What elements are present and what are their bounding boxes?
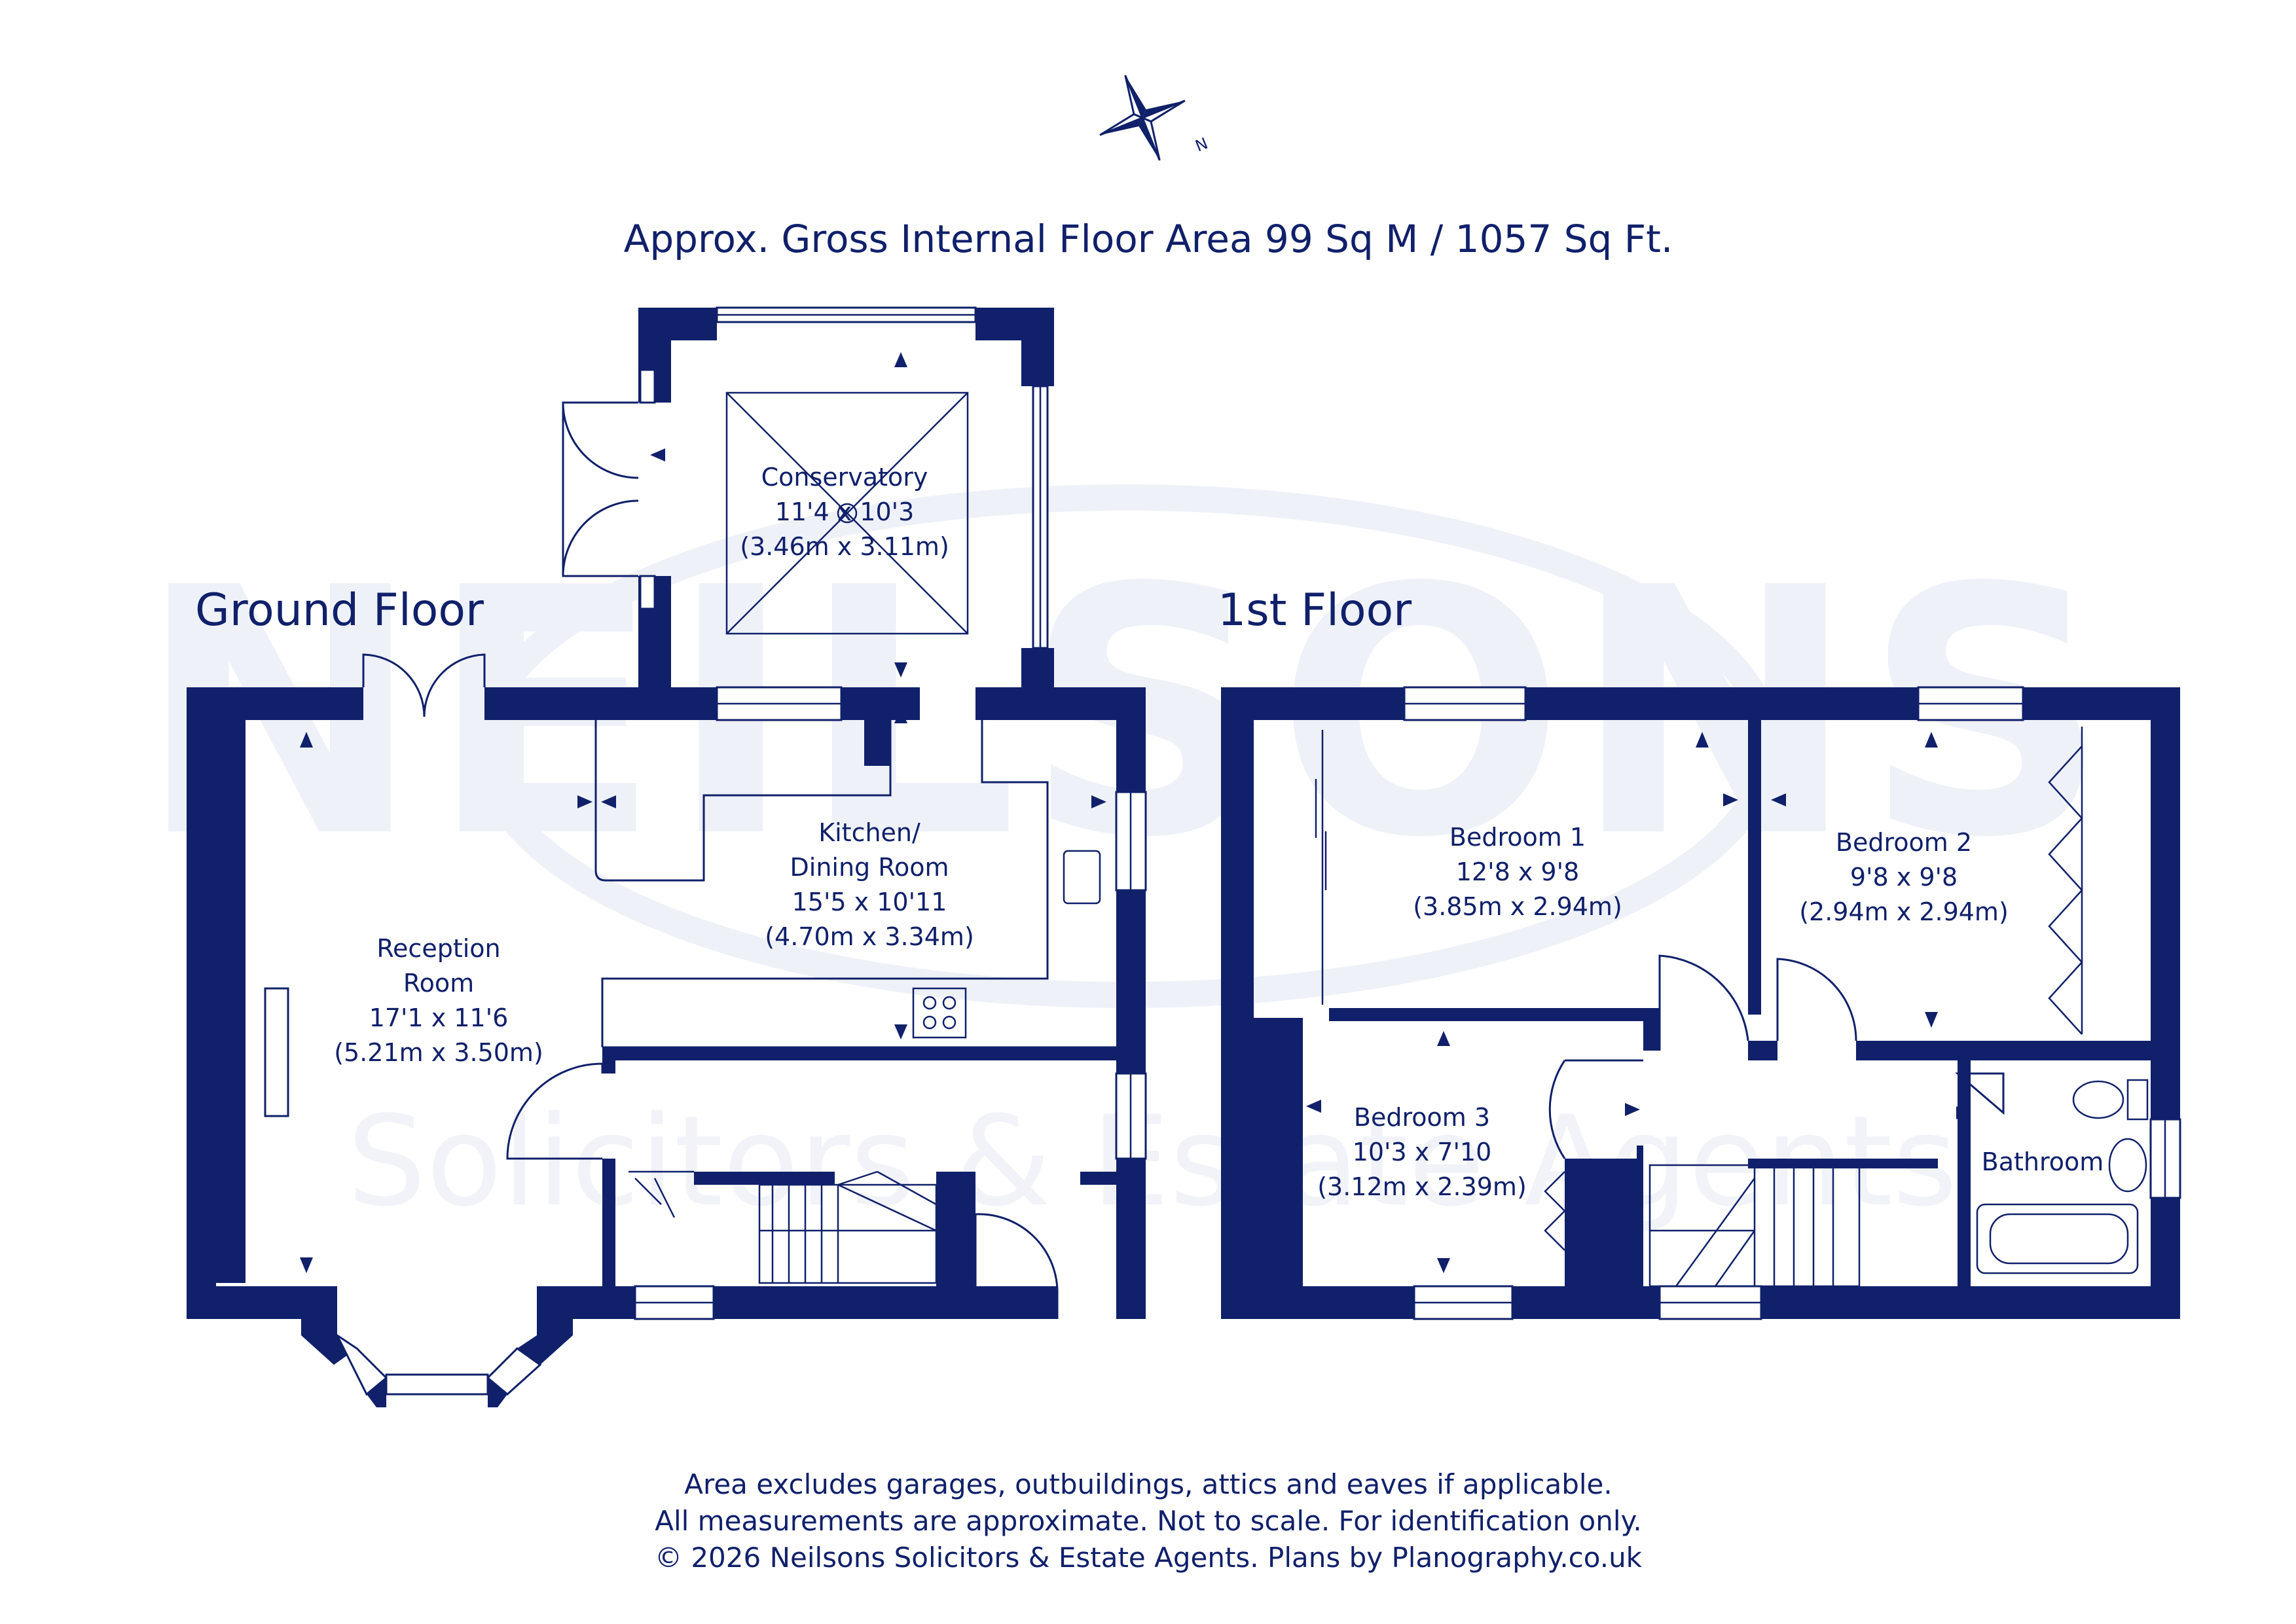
reception-metric: (5.21m x 3.50m) bbox=[334, 1038, 543, 1067]
first-floor-label: 1st Floor bbox=[1218, 585, 1412, 636]
reception-imperial: 17'1 x 11'6 bbox=[369, 1003, 509, 1032]
bedroom2-metric: (2.94m x 2.94m) bbox=[1799, 897, 2009, 926]
reception-name-2: Room bbox=[403, 969, 474, 998]
bedroom3-metric: (3.12m x 2.39m) bbox=[1317, 1172, 1527, 1201]
bedroom2-imperial: 9'8 x 9'8 bbox=[1850, 863, 1958, 892]
bedroom1-metric: (3.85m x 2.94m) bbox=[1413, 892, 1622, 921]
bathroom-name: Bathroom bbox=[1982, 1147, 2104, 1176]
room-label-kitchen: Kitchen/ Dining Room 15'5 x 10'11 (4.70m… bbox=[765, 818, 974, 951]
bedroom3-imperial: 10'3 x 7'10 bbox=[1353, 1138, 1492, 1166]
conservatory-metric: (3.46m x 3.11m) bbox=[740, 532, 949, 561]
room-label-conservatory: Conservatory 11'4 x 10'3 (3.46m x 3.11m) bbox=[740, 463, 949, 561]
bedroom3-name: Bedroom 3 bbox=[1354, 1103, 1490, 1132]
watermark-tagline: Solicitors & Estate Agents bbox=[347, 1089, 1958, 1234]
room-label-bedroom2: Bedroom 2 9'8 x 9'8 (2.94m x 2.94m) bbox=[1799, 828, 2009, 926]
reception-name-1: Reception bbox=[376, 934, 500, 963]
kitchen-imperial: 15'5 x 10'11 bbox=[792, 888, 947, 916]
room-label-bedroom1: Bedroom 1 12'8 x 9'8 (3.85m x 2.94m) bbox=[1413, 823, 1622, 921]
ground-floor-plan bbox=[187, 306, 1147, 1407]
conservatory-name: Conservatory bbox=[761, 463, 928, 492]
room-label-reception: Reception Room 17'1 x 11'6 (5.21m x 3.50… bbox=[334, 934, 543, 1067]
bedroom1-name: Bedroom 1 bbox=[1449, 823, 1586, 852]
room-label-bedroom3: Bedroom 3 10'3 x 7'10 (3.12m x 2.39m) bbox=[1317, 1103, 1527, 1201]
footer-line-1: Area excludes garages, outbuildings, att… bbox=[684, 1468, 1613, 1500]
footer-line-3: © 2026 Neilsons Solicitors & Estate Agen… bbox=[655, 1542, 1643, 1574]
bedroom2-name: Bedroom 2 bbox=[1836, 828, 1972, 857]
kitchen-metric: (4.70m x 3.34m) bbox=[765, 922, 974, 951]
compass-north-label: N bbox=[1193, 134, 1211, 156]
first-floor-plan bbox=[1221, 686, 2181, 1320]
conservatory-imperial: 11'4 x 10'3 bbox=[775, 497, 915, 526]
compass-icon bbox=[1099, 75, 1186, 161]
kitchen-name-1: Kitchen/ bbox=[818, 818, 920, 847]
kitchen-name-2: Dining Room bbox=[790, 853, 949, 882]
area-title: Approx. Gross Internal Floor Area 99 Sq … bbox=[624, 217, 1673, 261]
footer-line-2: All measurements are approximate. Not to… bbox=[655, 1505, 1642, 1537]
bedroom1-imperial: 12'8 x 9'8 bbox=[1456, 857, 1579, 886]
ground-floor-label: Ground Floor bbox=[195, 585, 484, 636]
